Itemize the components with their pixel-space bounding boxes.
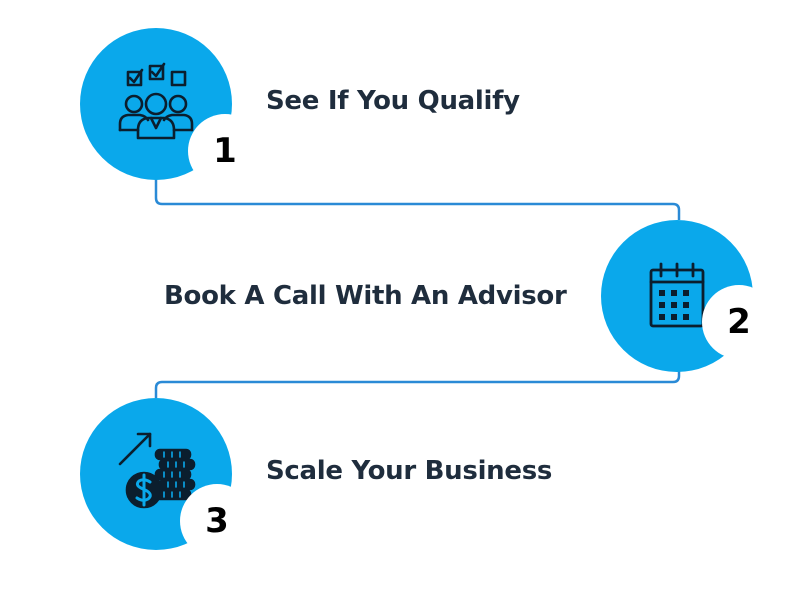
people-checklist-icon [118,62,194,140]
step-1-number-badge: 1 [188,114,262,188]
connector-1-to-2 [154,178,681,220]
calendar-icon [649,262,705,328]
growth-coins-icon [118,432,196,509]
step-2-number-badge: 2 [702,285,776,359]
step-2-circle: 2 [601,220,776,372]
step-3-label: Scale Your Business [266,456,553,486]
step-3-number-badge: 3 [180,484,254,558]
step-1-circle: 1 [80,28,262,188]
connector-2-to-3 [154,366,681,398]
step-3-circle: 3 [80,398,254,558]
step-1-label: See If You Qualify [266,86,520,116]
step-2-label: Book A Call With An Advisor [164,281,567,311]
